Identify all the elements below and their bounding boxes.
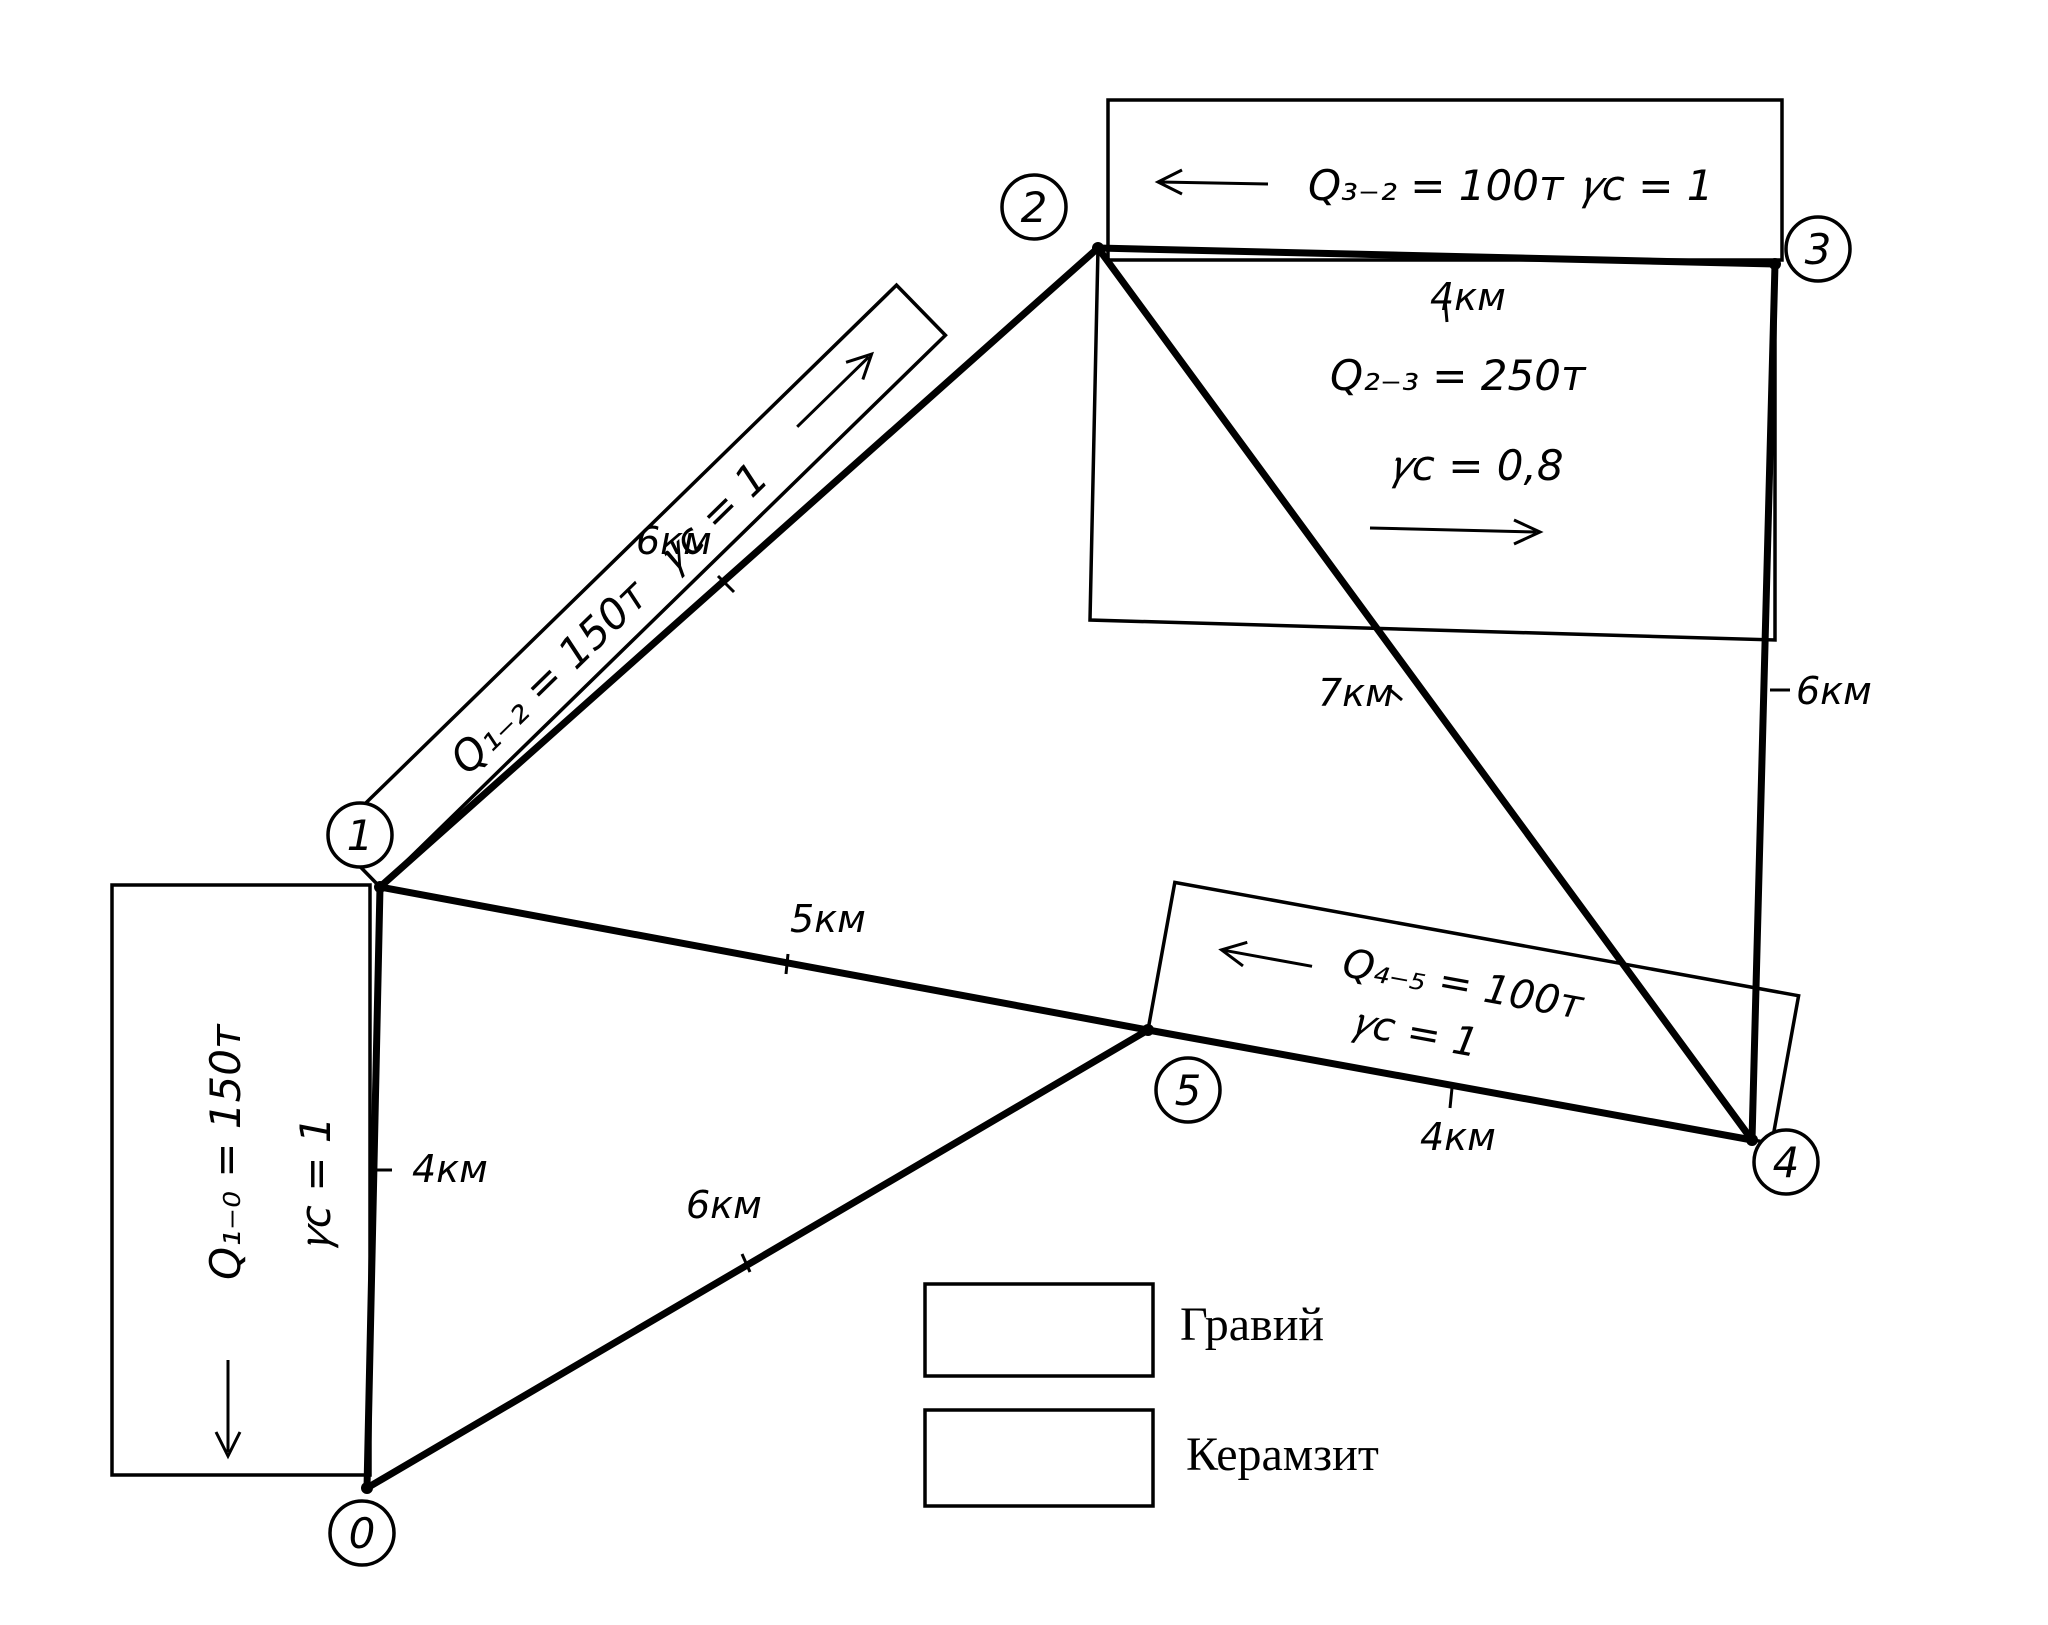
edge-0-5-distance: 6км [686,1183,762,1227]
flow-q45-direction-arrow-icon [1218,940,1313,968]
edge-distance-labels: 4км 6км 4км 6км 7км 4км 5км 6км [370,275,1872,1273]
node-3-label: 3 [1805,225,1832,274]
node-3: 3 [1769,215,1852,283]
node-5: 5 [1142,1024,1222,1124]
node-5-label: 5 [1175,1066,1202,1115]
edge-3-4-distance: 6км [1796,669,1872,713]
flow-q32-direction-arrow-icon [1154,168,1269,196]
network-nodes: 0 1 2 3 4 5 [326,173,1852,1567]
node-0-label: 0 [349,1509,376,1558]
edge-0-1 [363,883,384,1492]
legend-claydite-label: Керамзит [1186,1428,1379,1481]
edge-2-3 [1094,244,1779,268]
legend-gravel-label: Гравий [1180,1298,1324,1351]
legend-gravel: Гравий [923,1282,1324,1378]
edge-4-5 [1144,1026,1756,1144]
flow-q23-coef: 𝛾c = 0,8 [1390,441,1564,490]
node-2-label: 2 [1021,183,1048,232]
node-1: 1 [326,801,394,893]
flow-q32-quantity: Q₃₋₂ = 100т [1308,161,1565,210]
flow-band-q12: Q₁₋₂ = 150т 𝛾c = 1 [328,282,948,890]
flow-q32-coef: 𝛾c = 1 [1580,161,1713,210]
legend-claydite: Керамзит [923,1408,1379,1508]
node-0: 0 [328,1482,396,1567]
edge-0-5 [363,1026,1152,1492]
edge-0-1-distance: 4км [412,1147,488,1191]
flow-q12-direction-arrow-icon [796,351,875,428]
edge-3-4 [1748,260,1779,1144]
edge-1-2-distance: 6км [636,519,712,563]
edge-2-3-distance: 4км [1430,275,1506,319]
legend-claydite-swatch [923,1408,1155,1508]
edge-1-2 [376,244,1102,891]
flow-q12-quantity: Q₁₋₂ = 150т [440,569,658,784]
legend: Гравий Керамзит [923,1282,1379,1508]
edge-4-5-distance: 4км [1420,1115,1496,1159]
edge-2-4-distance: 7км [1318,671,1394,715]
edge-1-5-distance: 5км [790,897,866,941]
flow-band-q10: Q₁₋₀ = 150т 𝛾c = 1 [110,883,372,1477]
legend-gravel-swatch [923,1282,1155,1378]
edge-2-4 [1094,244,1756,1144]
flow-band-q23: Q₂₋₃ = 250т 𝛾c = 0,8 [1088,246,1777,642]
flow-q23-direction-arrow-icon [1369,518,1544,546]
node-2: 2 [1000,173,1104,254]
flow-q10-direction-arrow-icon [214,1360,242,1460]
node-1-label: 1 [347,811,374,860]
flow-q10-quantity: Q₁₋₀ = 150т [201,1023,250,1280]
edge-1-5 [376,883,1152,1034]
node-4-label: 4 [1773,1138,1800,1187]
flow-q23-quantity: Q₂₋₃ = 250т [1330,351,1587,400]
flow-band-q45: Q₄₋₅ = 100т 𝛾c = 1 [1145,880,1801,1146]
network-edges [363,244,1779,1492]
flow-band-q32: Q₃₋₂ = 100т 𝛾c = 1 [1106,98,1784,262]
flow-q10-coef: 𝛾c = 1 [291,1117,340,1250]
node-4: 4 [1746,1128,1820,1196]
